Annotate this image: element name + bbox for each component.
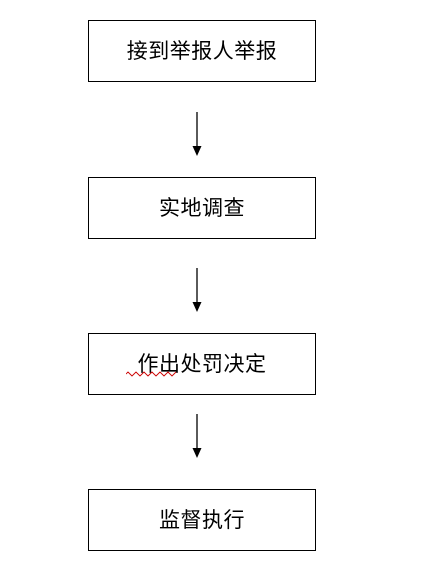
down-arrow-icon [192, 112, 202, 156]
flow-step-supervise-execution: 监督执行 [88, 489, 316, 551]
flow-step-label: 监督执行 [159, 507, 245, 532]
flow-step-label: 实地调查 [159, 195, 245, 220]
down-arrow-icon [192, 268, 202, 312]
flow-step-report-received: 接到举报人举报 [88, 20, 316, 82]
flow-step-label: 接到举报人举报 [126, 38, 278, 63]
flow-step-penalty-decision: 作出处罚决定 [88, 333, 316, 395]
spellcheck-underline [126, 371, 177, 377]
down-arrow-icon [192, 414, 202, 458]
flow-step-label: 作出处罚决定 [137, 351, 267, 376]
flow-step-site-investigation: 实地调查 [88, 177, 316, 239]
